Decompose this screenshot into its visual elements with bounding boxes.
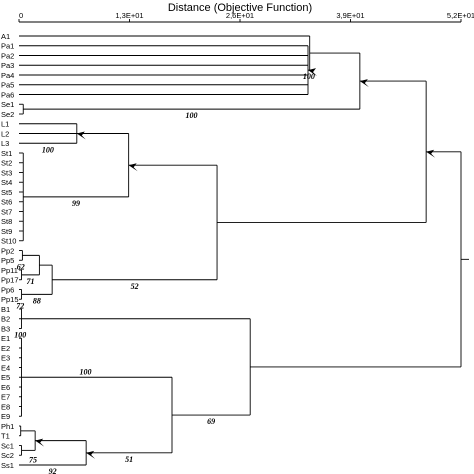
leaf-label: E6 (1, 383, 10, 392)
leaf-label: Se2 (1, 110, 14, 119)
leaf-label: St4 (1, 178, 12, 187)
arrow-marker (86, 450, 96, 459)
node-arrows (35, 68, 436, 459)
support-value: 100 (42, 145, 54, 154)
leaf-label: Pa6 (1, 90, 14, 99)
leaf-label: St1 (1, 149, 12, 158)
tick-label: 2,6E+01 (226, 11, 254, 20)
leaf-label: E8 (1, 402, 10, 411)
tree-branches (19, 35, 469, 466)
leaf-label: Se1 (1, 100, 14, 109)
leaf-label: Pa1 (1, 42, 14, 51)
arrow-marker (128, 163, 138, 172)
leaf-label: T1 (1, 432, 10, 441)
tick-label: 3,9E+01 (336, 11, 364, 20)
leaf-label: Ph1 (1, 422, 14, 431)
leaf-label: Sc2 (1, 451, 14, 460)
leaf-label: St10 (1, 237, 16, 246)
leaf-label: Pp5 (1, 256, 14, 265)
leaf-labels: A1Pa1Pa2Pa3Pa4Pa5Pa6Se1Se2L1L2L3St1St2St… (1, 32, 19, 470)
axis-title: Distance (Objective Function) (168, 2, 312, 14)
support-value: 62 (17, 262, 25, 271)
support-value: 52 (131, 282, 139, 291)
leaf-label: E5 (1, 373, 10, 382)
leaf-label: E4 (1, 363, 10, 372)
leaf-label: B1 (1, 305, 10, 314)
leaf-label: Pa3 (1, 61, 14, 70)
leaf-label: Pp15 (1, 295, 19, 304)
leaf-label: B3 (1, 324, 10, 333)
arrow-marker (35, 438, 45, 447)
leaf-label: Pp2 (1, 246, 14, 255)
leaf-label: Pa5 (1, 81, 14, 90)
leaf-label: E3 (1, 354, 10, 363)
leaf-label: E2 (1, 344, 10, 353)
support-value: 100 (303, 72, 315, 81)
leaf-label: E1 (1, 334, 10, 343)
support-value: 100 (80, 367, 92, 376)
support-value: 69 (207, 417, 215, 426)
support-value: 88 (33, 296, 41, 305)
arrow-marker (308, 68, 317, 77)
leaf-label: B2 (1, 315, 10, 324)
support-value: 75 (29, 455, 37, 464)
tick-label: 5,2E+01 (447, 11, 474, 20)
support-value: 100 (186, 111, 198, 120)
distance-axis: 0 1,3E+01 2,6E+01 3,9E+01 5,2E+01 (18, 11, 474, 23)
support-value: 71 (26, 277, 34, 286)
leaf-label: St5 (1, 188, 12, 197)
support-value: 99 (72, 199, 80, 208)
leaf-label: A1 (1, 32, 10, 41)
leaf-label: St2 (1, 159, 12, 168)
leaf-label: St6 (1, 198, 12, 207)
tick-label: 0 (19, 11, 23, 20)
support-value: 100 (14, 331, 26, 340)
support-value: 92 (49, 467, 57, 474)
arrow-marker (426, 149, 436, 158)
leaf-label: Sc1 (1, 441, 14, 450)
leaf-label: St8 (1, 217, 12, 226)
leaf-label: St3 (1, 168, 12, 177)
leaf-label: St9 (1, 227, 12, 236)
arrow-marker (359, 79, 369, 88)
leaf-label: L1 (1, 120, 9, 129)
support-value: 72 (16, 301, 24, 310)
leaf-label: Pa2 (1, 51, 14, 60)
leaf-label: L3 (1, 139, 9, 148)
leaf-label: Ss1 (1, 461, 14, 470)
leaf-label: Pa4 (1, 71, 14, 80)
leaf-label: Pp17 (1, 276, 19, 285)
tick-label: 1,3E+01 (115, 11, 143, 20)
leaf-label: L2 (1, 129, 9, 138)
leaf-label: Pp6 (1, 285, 14, 294)
leaf-label: E7 (1, 393, 10, 402)
leaf-label: St7 (1, 207, 12, 216)
support-value: 51 (125, 455, 133, 464)
arrow-marker (76, 131, 86, 140)
leaf-label: E9 (1, 412, 10, 421)
leaf-label: Pp11 (1, 266, 18, 275)
